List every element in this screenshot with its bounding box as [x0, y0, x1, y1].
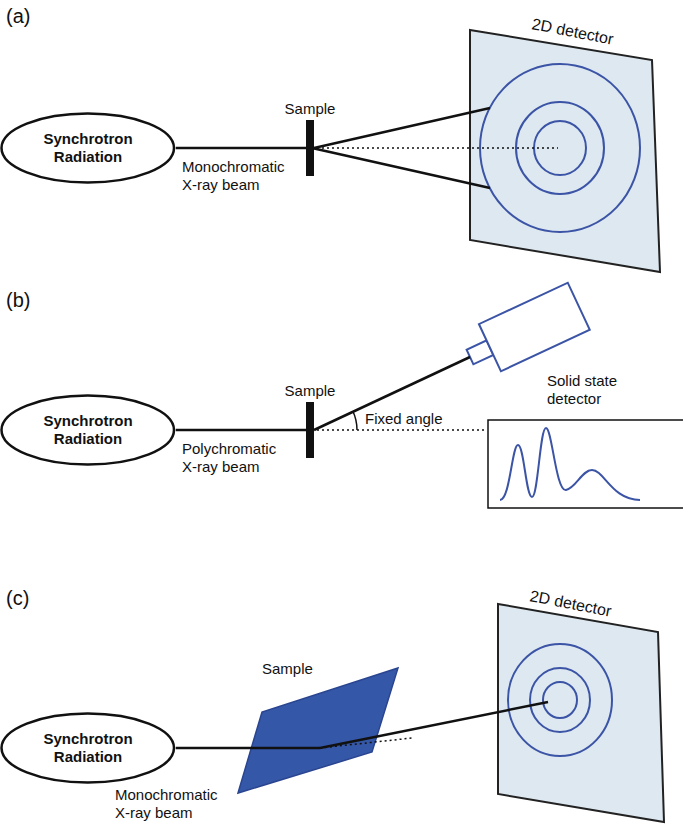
diffraction-ring [508, 644, 612, 756]
sample-plate: Sample [232, 655, 407, 800]
node-label: Solid state detector [547, 372, 657, 408]
diffraction-ring [480, 64, 640, 232]
node-label: Synchrotron Radiation [33, 412, 143, 448]
beam-axis [312, 429, 487, 431]
source-ellipse-outline [2, 714, 175, 783]
sample-bar-shape [306, 402, 314, 458]
source-ellipse: Synchrotron Radiation [0, 394, 176, 466]
diffraction-ring [543, 682, 577, 718]
panel-letter: (c) [6, 586, 29, 610]
angle-arc [353, 411, 357, 430]
beam-label: Monochromatic X-ray beam [115, 786, 227, 822]
label-box: Fixed angle [365, 410, 443, 428]
x-ray-beam [176, 429, 306, 432]
beam-label-box: Monochromatic X-ray beam [182, 158, 294, 194]
beam-label-box: Monochromatic X-ray beam [115, 786, 227, 822]
panel-letter: (a) [6, 4, 30, 28]
node-outline [462, 8, 672, 278]
sample-bar: Sample [280, 100, 340, 180]
beam-label-box: Polychromatic X-ray beam [182, 440, 294, 476]
label-box: (b) [6, 288, 30, 312]
diffraction-ring [530, 668, 590, 732]
sample-plate-shape [238, 668, 398, 793]
source-ellipse-outline [2, 396, 175, 465]
label-box: (a) [6, 4, 30, 28]
x-ray-beam [176, 747, 320, 750]
node-label: Sample [262, 660, 313, 678]
node-label: Sample [285, 100, 336, 118]
solid-state-detector: Solid state detector [455, 280, 665, 415]
node-label: Sample [285, 382, 336, 400]
area-detector: 2D detector [462, 8, 672, 278]
x-ray-beam [314, 357, 470, 430]
diffraction-ring [516, 102, 604, 194]
angle-label: Fixed angle [365, 410, 443, 428]
diffraction-cone-line [312, 148, 490, 188]
x-ray-beam [314, 108, 490, 148]
detector-panel [498, 604, 664, 822]
panel-letter: (b) [6, 288, 30, 312]
detector-body [479, 283, 590, 372]
label-box: (c) [6, 586, 29, 610]
source-ellipse-outline [2, 114, 175, 183]
area-detector: 2D detector [490, 582, 672, 827]
node-outline [232, 655, 407, 800]
detector-panel [470, 30, 660, 272]
beam-axis [320, 738, 412, 748]
node-label: Synchrotron Radiation [33, 730, 143, 766]
node-outline [490, 582, 672, 827]
x-ray-beam [320, 702, 548, 748]
diffraction-ring [534, 121, 586, 175]
x-ray-beam [176, 147, 306, 150]
sample-bar: Sample [280, 382, 340, 462]
source-ellipse: Synchrotron Radiation [0, 712, 176, 784]
sample-bar-shape [306, 120, 314, 176]
node-label: Synchrotron Radiation [33, 130, 143, 166]
beam-label: Polychromatic X-ray beam [182, 440, 294, 476]
beam-axis [312, 147, 558, 149]
spectrum-inset [488, 420, 683, 508]
beam-label: Monochromatic X-ray beam [182, 158, 294, 194]
source-ellipse: Synchrotron Radiation [0, 112, 176, 184]
spectrum-curve [500, 428, 640, 500]
